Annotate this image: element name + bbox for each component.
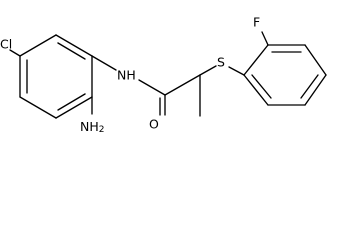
alpha-s-bond bbox=[199, 65, 217, 76]
ring2-double-bond bbox=[300, 74, 319, 99]
ring1-double-bond bbox=[57, 42, 86, 60]
ring2-bond bbox=[243, 74, 269, 106]
amino-nh-label: NH2 bbox=[80, 119, 104, 136]
ring2-bond bbox=[304, 74, 327, 106]
n-carbonyl-bond bbox=[138, 79, 166, 96]
amino-nh-text: NH bbox=[80, 119, 99, 134]
oxygen-label: O bbox=[149, 117, 159, 132]
carbonyl-alpha-bond bbox=[164, 74, 201, 96]
fluorophenyl-ring bbox=[243, 44, 327, 106]
ring1-bond bbox=[55, 34, 93, 57]
ring1-double-bond bbox=[57, 93, 86, 111]
molecule-structure: Cl NH S F O NH2 bbox=[0, 15, 327, 136]
c-cl-bond bbox=[9, 49, 21, 57]
amide-nh-label: NH bbox=[117, 68, 136, 83]
ring1-bond bbox=[19, 96, 57, 119]
ring2-double-bond bbox=[251, 74, 272, 99]
s-aryl-bond bbox=[228, 66, 245, 76]
chlorine-label: Cl bbox=[0, 37, 12, 52]
ring2-bond bbox=[304, 44, 327, 76]
sulfur-label: S bbox=[217, 55, 225, 70]
amino-subscript: 2 bbox=[99, 125, 105, 135]
ring1-bond bbox=[55, 96, 93, 119]
c-n-amide-bond bbox=[91, 55, 117, 71]
ring1-bond bbox=[19, 34, 57, 57]
chloroaniline-ring bbox=[19, 34, 93, 119]
c-f-bond bbox=[261, 31, 269, 46]
ring2-bond bbox=[243, 44, 269, 76]
fluorine-label: F bbox=[253, 15, 260, 30]
